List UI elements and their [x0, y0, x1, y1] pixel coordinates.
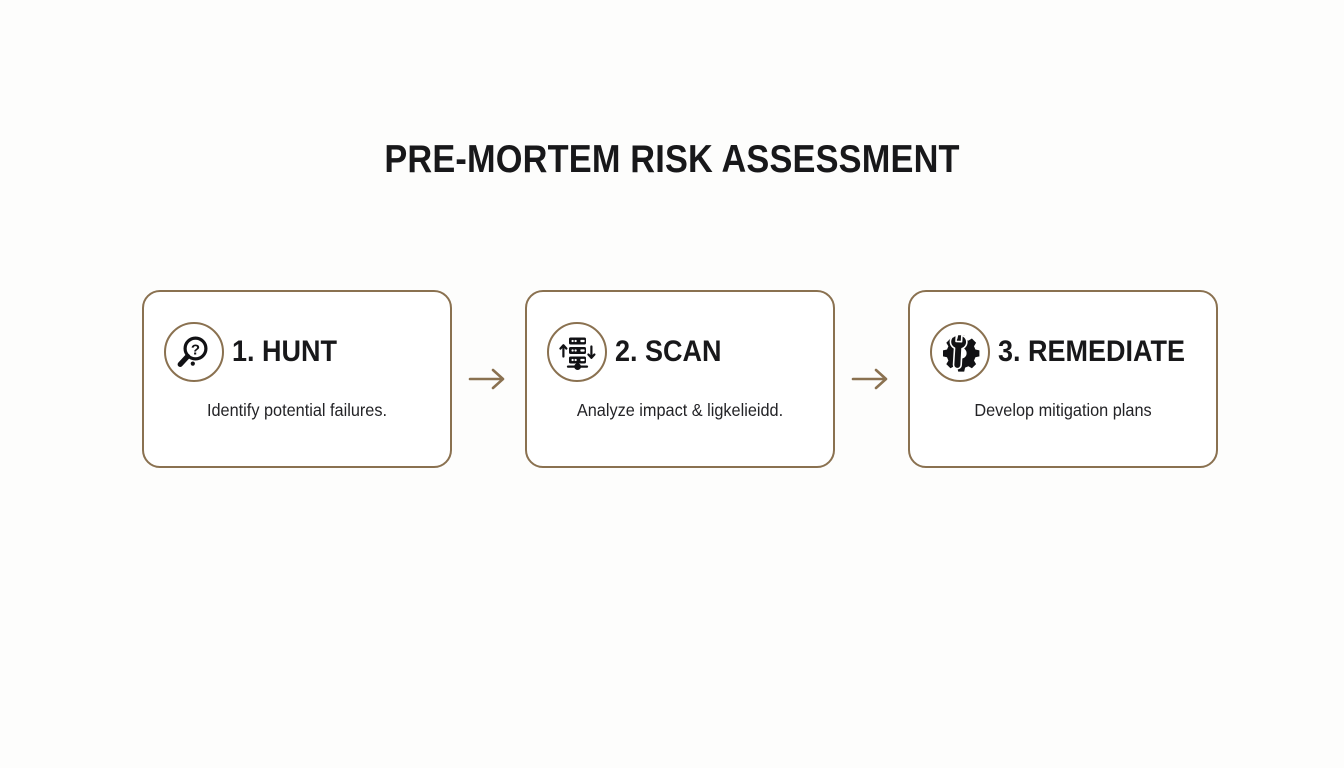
step-heading: 3. REMEDIATE [998, 334, 1186, 368]
step-card-remediate[interactable]: 3. REMEDIATE Develop mitigation plans [908, 289, 1218, 468]
magnifier-question-icon: ? [164, 321, 224, 382]
arrow-2-icon [847, 364, 897, 394]
arrow-1-icon [464, 364, 514, 394]
step-description: Identify potential failures. [206, 399, 388, 420]
server-scan-icon [547, 321, 607, 382]
gear-wrench-icon [930, 321, 990, 382]
svg-text:?: ? [191, 341, 200, 358]
step-card-header: 3. REMEDIATE [930, 319, 1204, 385]
step-card-header: ? 1. HUNT [164, 319, 438, 385]
process-flow: ? 1. HUNT Identify potential failures. [142, 289, 1218, 468]
step-card-scan[interactable]: 2. SCAN Analyze impact & ligkelieidd. [525, 289, 835, 468]
step-description: Develop mitigation plans [974, 399, 1152, 420]
step-heading: 2. SCAN [615, 334, 722, 368]
step-card-header: 2. SCAN [547, 319, 821, 385]
step-card-hunt[interactable]: ? 1. HUNT Identify potential failures. [142, 289, 452, 468]
step-description: Analyze impact & ligkelieidd. [576, 399, 784, 420]
page-title: PRE-MORTEM RISK ASSESSMENT [384, 138, 960, 181]
step-heading: 1. HUNT [232, 334, 338, 368]
